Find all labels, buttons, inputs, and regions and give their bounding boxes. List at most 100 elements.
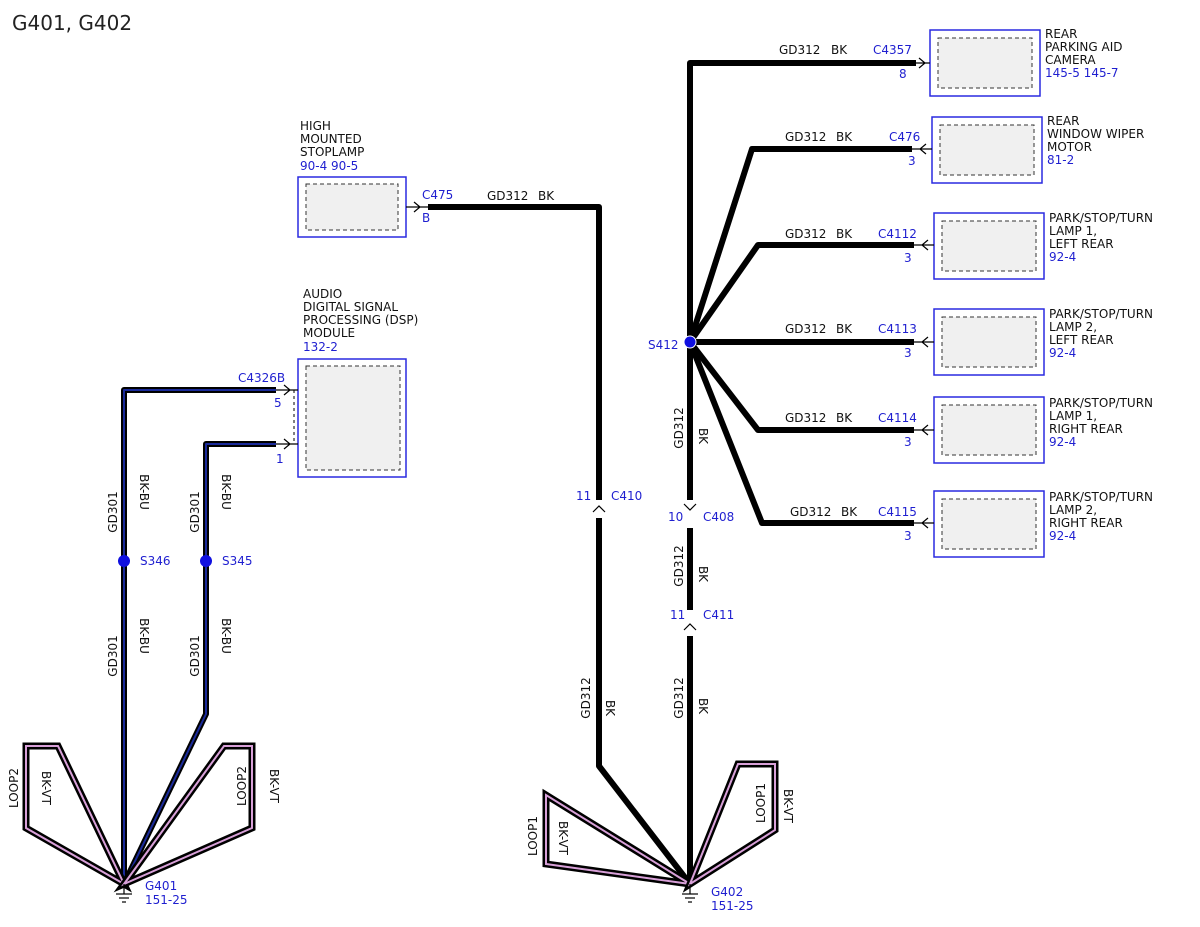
wire-label-gd301: GD301: [188, 491, 202, 532]
component-name: REAR: [1045, 27, 1077, 41]
component-lamp1-right-rear: C4114 3 PARK/STOP/TURN LAMP 1, RIGHT REA…: [878, 396, 1153, 464]
ground-label-g402: G402: [711, 885, 743, 899]
connector-label-c4112: C4112: [878, 227, 917, 241]
component-name: DIGITAL SIGNAL: [303, 300, 398, 314]
wire-gd312-stoplamp: [428, 204, 602, 500]
component-name: LEFT REAR: [1049, 237, 1114, 251]
wire-label-bk: BK: [603, 700, 617, 717]
loop2-left: [22, 742, 132, 893]
loop2-right: [113, 742, 256, 893]
loop1-left: [542, 788, 692, 888]
loop2-label: LOOP2: [7, 768, 21, 808]
wire-label-bk: BK: [538, 189, 555, 203]
wire-gd312-wiper: [687, 146, 912, 343]
component-ref: 145-5 145-7: [1045, 66, 1119, 80]
component-lamp2-left-rear: C4113 3 PARK/STOP/TURN LAMP 2, LEFT REAR…: [878, 307, 1153, 376]
component-name: LAMP 1,: [1049, 224, 1097, 238]
wire-label-bk: BK: [841, 505, 858, 519]
pin-number: 11: [670, 608, 685, 622]
wire-gd312-lamp2-right: [687, 340, 914, 526]
component-name: PARKING AID: [1045, 40, 1123, 54]
wire-label-bk: BK: [836, 322, 853, 336]
wire-label-gd301: GD301: [106, 635, 120, 676]
component-ref: 81-2: [1047, 153, 1074, 167]
connector-label-c4115: C4115: [878, 505, 917, 519]
inline-connector-c411: 11 C411: [670, 608, 734, 631]
wire-gd312-lamp1-right: [687, 340, 914, 433]
component-name: WINDOW WIPER: [1047, 127, 1144, 141]
component-lamp1-left-rear: C4112 3 PARK/STOP/TURN LAMP 1, LEFT REAR…: [878, 211, 1153, 280]
pin-number: 10: [668, 510, 683, 524]
loop1-label: LOOP1: [754, 783, 768, 823]
component-lamp2-right-rear: C4115 3 PARK/STOP/TURN LAMP 2, RIGHT REA…: [878, 490, 1153, 558]
wire-label-gd301: GD301: [106, 491, 120, 532]
component-name: PARK/STOP/TURN: [1049, 211, 1153, 225]
connector-label-c4326b: C4326B: [238, 371, 285, 385]
component-name: CAMERA: [1045, 53, 1096, 67]
wire-label-gd312: GD312: [785, 322, 826, 336]
wire-label-gd312: GD312: [790, 505, 831, 519]
splice-label-s345: S345: [222, 554, 253, 568]
connector-label-c475: C475: [422, 188, 453, 202]
wire-label-bkbu: BK-BU: [137, 474, 151, 510]
wire-label-bkbu: BK-BU: [219, 618, 233, 654]
loop2-label: LOOP2: [235, 766, 249, 806]
connector-label-c4113: C4113: [878, 322, 917, 336]
component-name: MOUNTED: [300, 132, 362, 146]
inline-connector-c410: 11 C410: [576, 489, 642, 513]
bkvt-label: BK-VT: [39, 771, 53, 806]
wire-gd312-c410-ground: [596, 518, 693, 886]
component-name: STOPLAMP: [300, 145, 364, 159]
splice-s345: [200, 555, 212, 567]
bkvt-label: BK-VT: [267, 769, 281, 804]
pin-number: 3: [904, 435, 912, 449]
ground-icon: [682, 884, 698, 903]
connector-label-c4114: C4114: [878, 411, 917, 425]
wire-label-bkbu: BK-BU: [219, 474, 233, 510]
wire-label-bk: BK: [696, 698, 710, 715]
connector-label-c410: C410: [611, 489, 642, 503]
pin-number: 5: [274, 396, 282, 410]
ground-icon: [116, 884, 132, 903]
pin-number: 11: [576, 489, 591, 503]
pin-number: B: [422, 211, 430, 225]
component-name: REAR: [1047, 114, 1079, 128]
bkvt-label: BK-VT: [781, 789, 795, 824]
wire-gd312-lamp1-left: [687, 242, 914, 344]
component-wiper-motor: C476 3 REAR WINDOW WIPER MOTOR 81-2: [889, 114, 1144, 184]
wire-label-bk: BK: [831, 43, 848, 57]
splice-label-s412: S412: [648, 338, 679, 352]
pin-number: 3: [908, 154, 916, 168]
component-ref: 90-4 90-5: [300, 159, 358, 173]
connector-label-c408: C408: [703, 510, 734, 524]
component-ref: 92-4: [1049, 435, 1076, 449]
wire-label-bk: BK: [696, 428, 710, 445]
component-ref: 92-4: [1049, 346, 1076, 360]
wire-label-bk: BK: [696, 566, 710, 583]
connector-label-c476: C476: [889, 130, 920, 144]
wire-label-bkbu: BK-BU: [137, 618, 151, 654]
wire-label-bk: BK: [836, 227, 853, 241]
component-name: LAMP 2,: [1049, 320, 1097, 334]
wire-label-gd312: GD312: [672, 407, 686, 448]
pin-number: 3: [904, 346, 912, 360]
wire-label-gd312: GD312: [785, 227, 826, 241]
component-name: PARK/STOP/TURN: [1049, 490, 1153, 504]
wire-label-bk: BK: [836, 130, 853, 144]
wire-label-gd312: GD312: [785, 411, 826, 425]
component-name: PARK/STOP/TURN: [1049, 396, 1153, 410]
wire-gd301-left: [121, 387, 276, 884]
component-name: LAMP 2,: [1049, 503, 1097, 517]
bkvt-label: BK-VT: [556, 821, 570, 856]
component-camera: C4357 8 REAR PARKING AID CAMERA 145-5 14…: [873, 27, 1123, 97]
wire-label-gd312: GD312: [672, 677, 686, 718]
wire-gd301-right: [121, 441, 276, 886]
component-name: HIGH: [300, 119, 331, 133]
wire-gd312-camera: [687, 60, 916, 342]
component-ref: 92-4: [1049, 250, 1076, 264]
component-name: LEFT REAR: [1049, 333, 1114, 347]
component-name: PROCESSING (DSP): [303, 313, 418, 327]
loop1-right: [682, 760, 779, 893]
component-name: MODULE: [303, 326, 355, 340]
